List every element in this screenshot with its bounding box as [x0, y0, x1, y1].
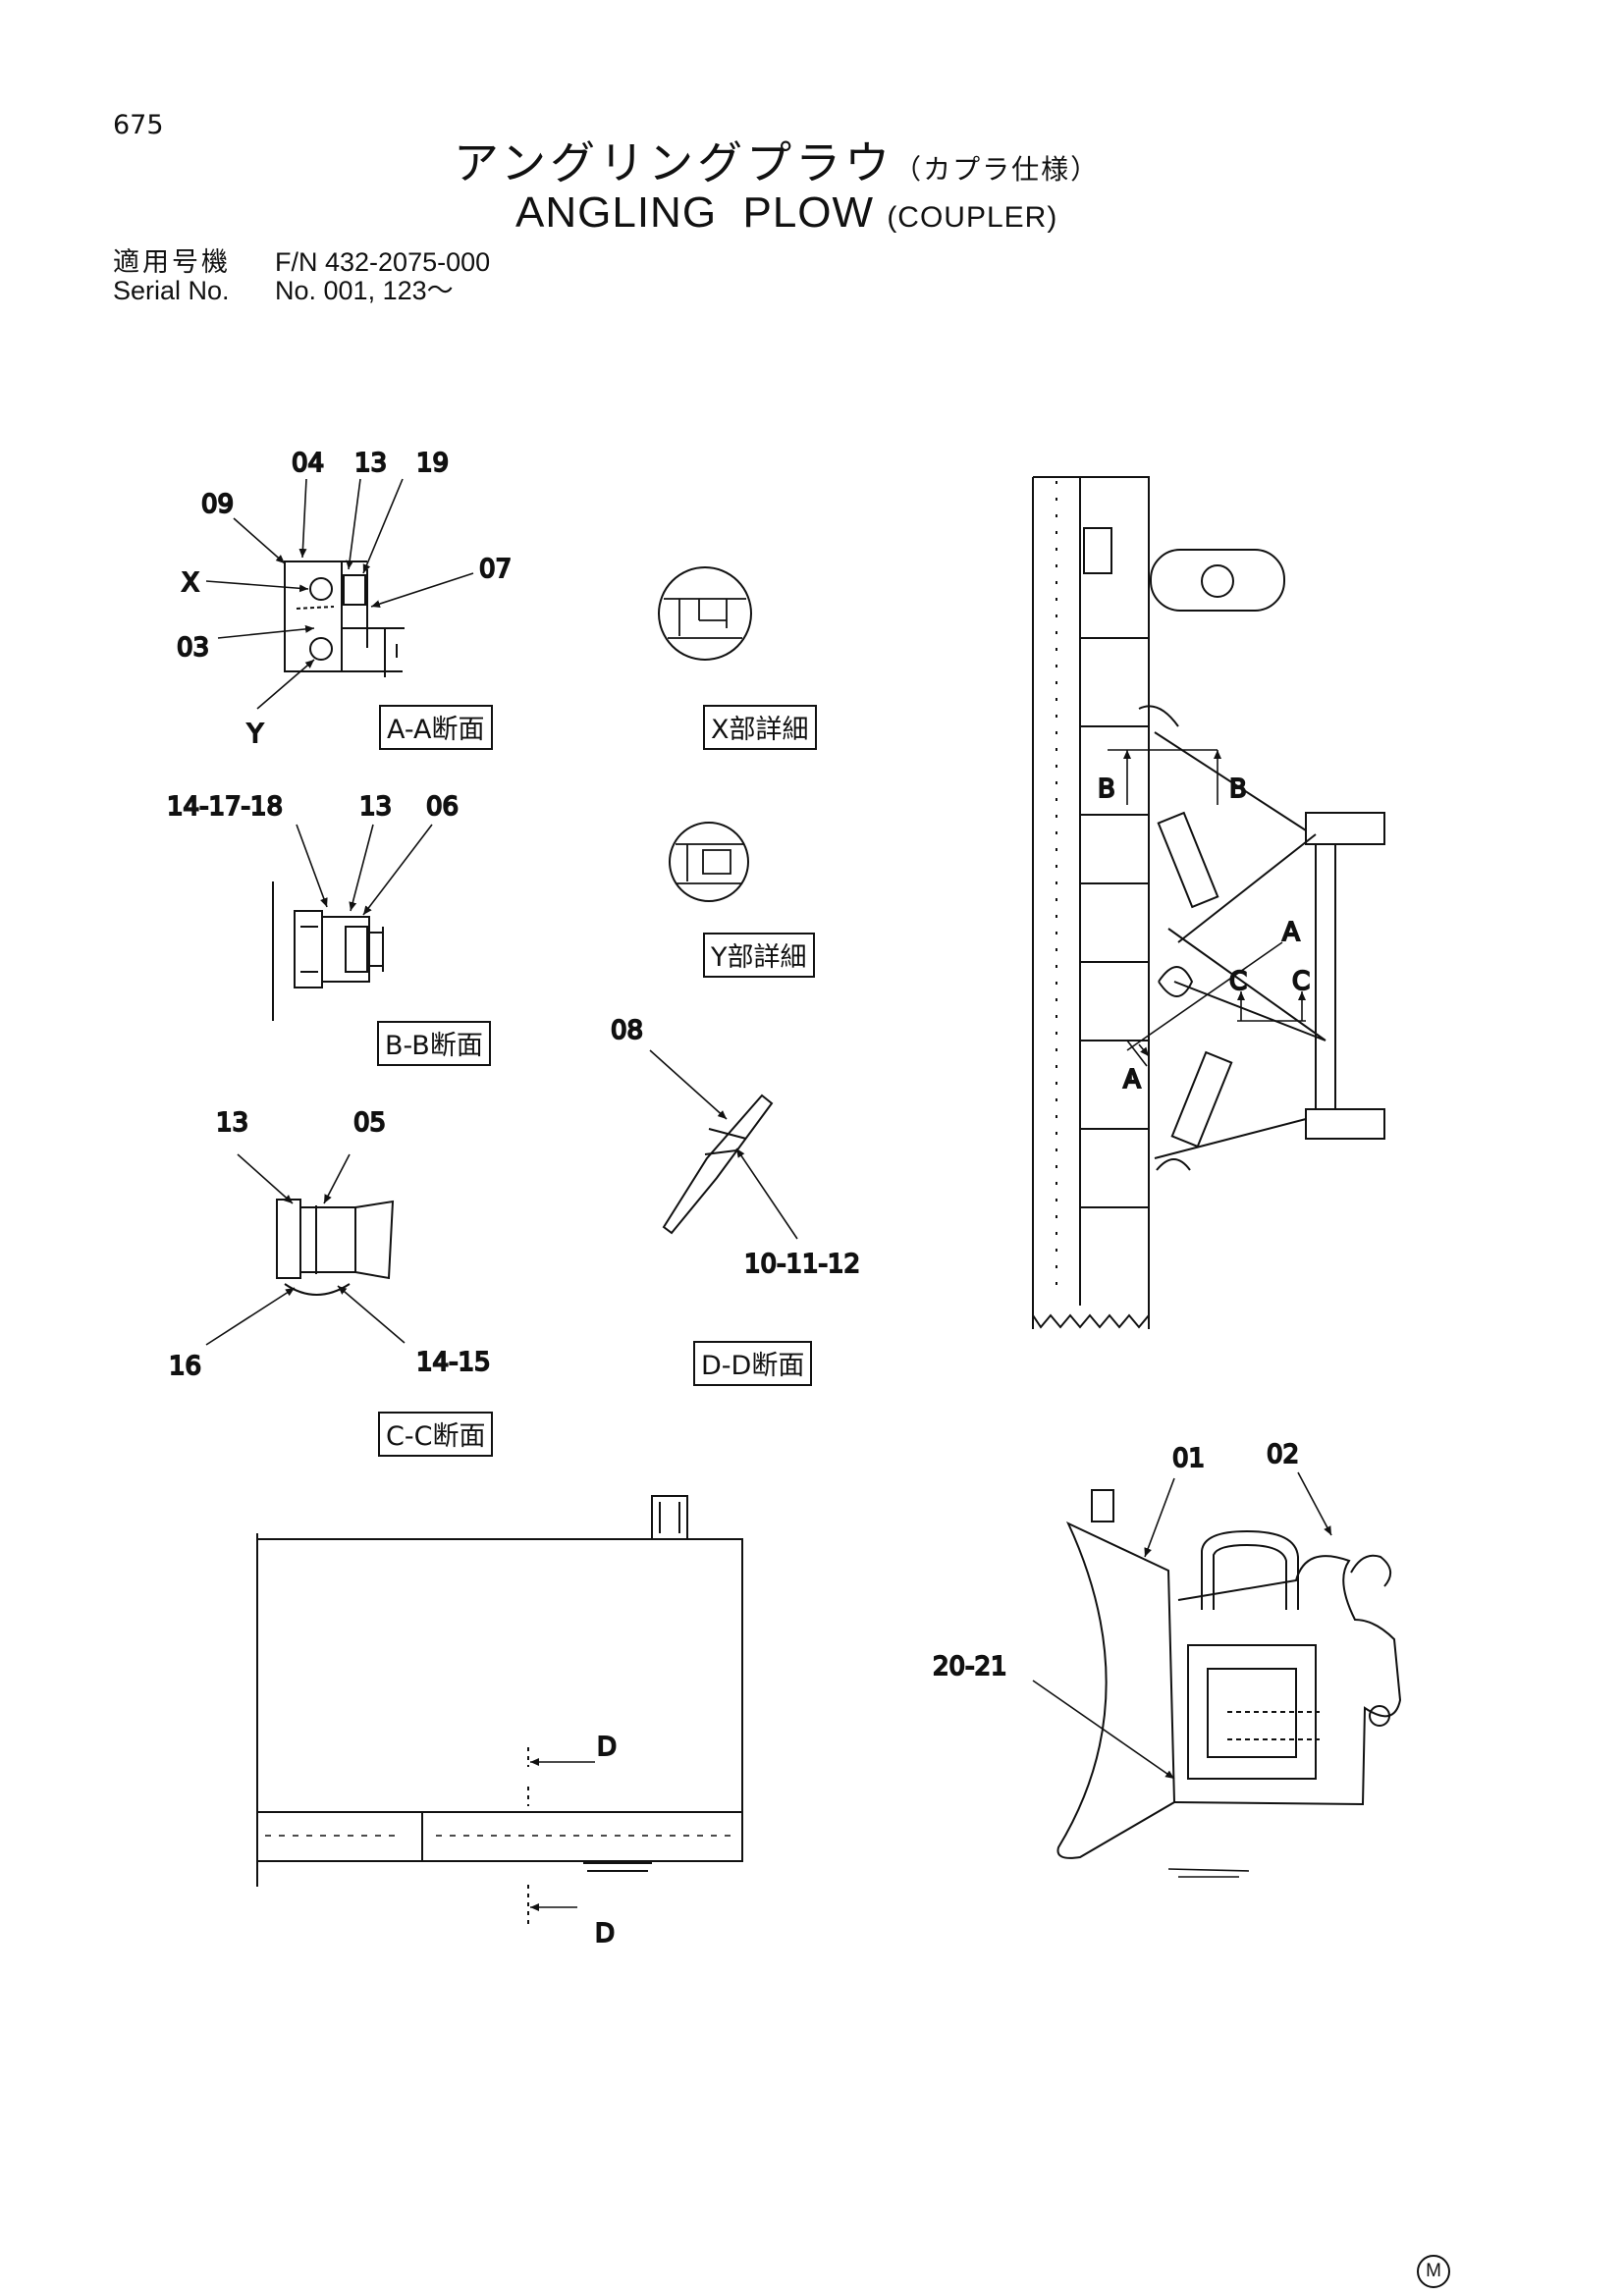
label-section-c-right: C [1292, 967, 1310, 996]
label-aa-03: 03 [177, 633, 209, 663]
label-side-02: 02 [1267, 1440, 1299, 1469]
aa-section-drawing [284, 561, 405, 677]
x-detail-drawing [658, 566, 752, 661]
title-en-main: ANGLING PLOW [515, 188, 875, 237]
label-aa-19: 19 [416, 449, 449, 478]
label-bb-14-17-18: 14-17-18 [167, 792, 283, 822]
label-cc-05: 05 [353, 1108, 386, 1138]
title-english: ANGLING PLOW (COUPLER) [515, 188, 1057, 238]
section-title-cc: C-C断面 [378, 1412, 494, 1457]
label-section-c-left: C [1229, 967, 1247, 996]
serial-row-no: Serial No. No. 001, 123～ [113, 277, 490, 305]
label-section-d-top: D [597, 1733, 617, 1762]
label-section-b-left: B [1098, 774, 1115, 804]
section-title-x-detail: X部詳細 [703, 705, 817, 750]
title-ja-sub: （カプラ仕様） [893, 153, 1101, 186]
label-dd-08: 08 [611, 1016, 643, 1045]
serial-block: 適用号機 F/N 432-2075-000 Serial No. No. 001, … [113, 248, 490, 305]
applicable-model-label: 適用号機 [113, 247, 231, 277]
label-cc-14-15: 14-15 [416, 1348, 491, 1377]
label-bb-13: 13 [359, 792, 392, 822]
title-japanese: アングリングプラウ（カプラ仕様） [454, 128, 1100, 192]
label-side-01: 01 [1172, 1444, 1205, 1473]
plow-top-view-drawing [1032, 476, 1385, 1329]
label-aa-09: 09 [201, 490, 234, 519]
y-detail-drawing [669, 822, 749, 902]
maker-mark: M [1417, 2255, 1450, 2288]
label-section-a-top: A [1282, 918, 1300, 947]
serial-no-label: Serial No. [113, 276, 230, 305]
label-aa-y: Y [246, 720, 263, 749]
plow-side-view-drawing [1056, 1489, 1402, 1878]
serial-no-value: No. 001, 123～ [275, 276, 454, 305]
title-ja-main: アングリングプラウ [454, 136, 894, 189]
section-title-bb: B-B断面 [377, 1021, 491, 1066]
label-section-b-right: B [1229, 774, 1247, 804]
label-aa-04: 04 [292, 449, 324, 478]
label-cc-16: 16 [169, 1352, 201, 1381]
fn-value: F/N 432-2075-000 [275, 247, 491, 277]
cc-section-drawing [276, 1199, 395, 1296]
label-aa-07: 07 [479, 555, 512, 584]
section-title-aa: A-A断面 [379, 705, 493, 750]
label-aa-13: 13 [354, 449, 387, 478]
page-number: 675 [113, 110, 164, 140]
title-en-sub: (COUPLER) [887, 201, 1058, 234]
serial-row-fn: 適用号機 F/N 432-2075-000 [113, 248, 490, 277]
section-title-y-detail: Y部詳細 [703, 933, 815, 978]
label-aa-x: X [182, 568, 199, 598]
label-bb-06: 06 [426, 792, 459, 822]
plow-front-view-drawing [256, 1495, 743, 1924]
label-dd-10-11-12: 10-11-12 [744, 1250, 860, 1279]
label-section-a-bottom: A [1123, 1065, 1141, 1095]
label-side-20-21: 20-21 [933, 1652, 1007, 1682]
bb-section-drawing [272, 881, 384, 1021]
label-section-d-bottom: D [595, 1919, 615, 1949]
label-cc-13: 13 [216, 1108, 248, 1138]
section-title-dd: D-D断面 [693, 1341, 813, 1386]
dd-section-drawing [662, 1094, 774, 1235]
